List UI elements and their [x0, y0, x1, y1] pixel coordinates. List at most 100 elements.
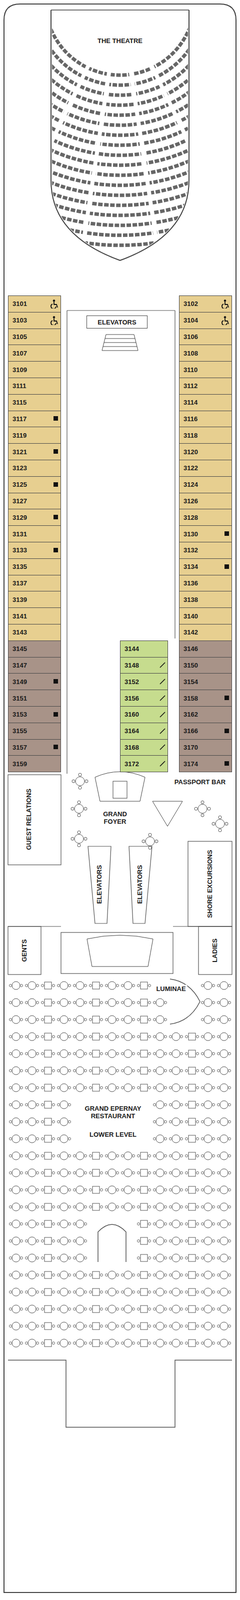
- table: [156, 1303, 164, 1311]
- cabin-number: 3160: [124, 709, 139, 717]
- table: [124, 1320, 132, 1328]
- table: [12, 1014, 20, 1022]
- seat-row: [5, 0, 235, 115]
- cabin-number: 3174: [183, 759, 198, 767]
- cabin-box: 3122: [179, 459, 232, 476]
- chair: [212, 1068, 215, 1071]
- chair: [84, 1238, 87, 1241]
- chair: [180, 1306, 183, 1309]
- chair: [84, 1340, 87, 1343]
- chair: [41, 1289, 44, 1292]
- table: [124, 1048, 132, 1056]
- cabin-box: 3124: [179, 475, 232, 493]
- table: [60, 1099, 68, 1107]
- chair: [52, 1187, 55, 1190]
- chair: [121, 1051, 124, 1054]
- table: [188, 1065, 196, 1073]
- cabin-box: 3160: [120, 705, 168, 722]
- cabin-number: 3151: [12, 693, 27, 701]
- chair: [25, 1221, 28, 1224]
- chair: [105, 1051, 108, 1054]
- table: [92, 1184, 100, 1192]
- chair: [36, 1255, 39, 1258]
- table: [204, 1337, 212, 1345]
- table: [76, 1201, 84, 1209]
- chair: [217, 1119, 220, 1122]
- chair: [9, 1255, 12, 1258]
- chair: [68, 1153, 71, 1156]
- table: [124, 1286, 132, 1294]
- chair: [137, 1272, 140, 1275]
- chair: [25, 1204, 28, 1207]
- table: [156, 997, 164, 1005]
- chair: [116, 1323, 119, 1326]
- chair: [153, 1119, 156, 1122]
- chair: [228, 1187, 231, 1190]
- chair: [9, 1136, 12, 1139]
- chair: [196, 1306, 199, 1309]
- chair: [57, 1085, 60, 1088]
- chair: [201, 1323, 204, 1326]
- table: [188, 1320, 196, 1328]
- table: [188, 1116, 196, 1124]
- chair: [84, 983, 87, 986]
- table: [44, 1337, 52, 1345]
- cabin-number: 3155: [12, 726, 27, 734]
- chair: [68, 1255, 71, 1258]
- cabin-box: 3110: [179, 360, 232, 378]
- chair: [217, 1017, 220, 1020]
- chair: [153, 1017, 156, 1020]
- table: [124, 1184, 132, 1192]
- chair: [132, 1323, 135, 1326]
- chair: [185, 1306, 188, 1309]
- table: [28, 1082, 36, 1090]
- chair: [68, 1289, 71, 1292]
- chair: [57, 1238, 60, 1241]
- chair: [57, 1068, 60, 1071]
- cabin-number: 3148: [124, 660, 139, 668]
- table: [12, 1201, 20, 1209]
- chair: [25, 1340, 28, 1343]
- chair: [9, 1323, 12, 1326]
- chair: [73, 1204, 76, 1207]
- chair: [41, 1034, 44, 1037]
- chair: [116, 1068, 119, 1071]
- cabin-box: 3155: [8, 721, 61, 739]
- table: [12, 1303, 20, 1311]
- chair: [105, 1306, 108, 1309]
- chair: [89, 1340, 92, 1343]
- chair: [9, 1119, 12, 1122]
- chair: [89, 1187, 92, 1190]
- connecting-symbol: [53, 481, 59, 487]
- table: [44, 1048, 52, 1056]
- chair: [36, 1017, 39, 1020]
- chair: [137, 1289, 140, 1292]
- cabin-box: 3133: [8, 541, 61, 558]
- chair: [180, 1153, 183, 1156]
- cabin-box: 3147: [8, 656, 61, 673]
- chair: [228, 1323, 231, 1326]
- seat-row: [0, 0, 240, 145]
- chair: [100, 1085, 103, 1088]
- table: [156, 1218, 164, 1226]
- table: [92, 1031, 100, 1039]
- table: [140, 1184, 148, 1192]
- chair: [228, 1289, 231, 1292]
- chair: [20, 1221, 23, 1224]
- chair: [78, 772, 82, 775]
- chair: [148, 1272, 151, 1275]
- cabin-box: 3126: [179, 492, 232, 509]
- cabin-number: 3102: [183, 299, 198, 307]
- chair: [201, 1017, 204, 1020]
- cabin-number: 3107: [12, 349, 27, 357]
- cabin-box: 3149: [8, 672, 61, 689]
- seat-row: [0, 0, 240, 175]
- chair: [180, 1204, 183, 1207]
- table: [172, 1201, 180, 1209]
- chair: [25, 1238, 28, 1241]
- cabin-number: 3106: [183, 332, 198, 340]
- chair: [169, 1340, 172, 1343]
- chair: [41, 1306, 44, 1309]
- balcony-symbol: [159, 727, 166, 733]
- chair: [36, 1272, 39, 1275]
